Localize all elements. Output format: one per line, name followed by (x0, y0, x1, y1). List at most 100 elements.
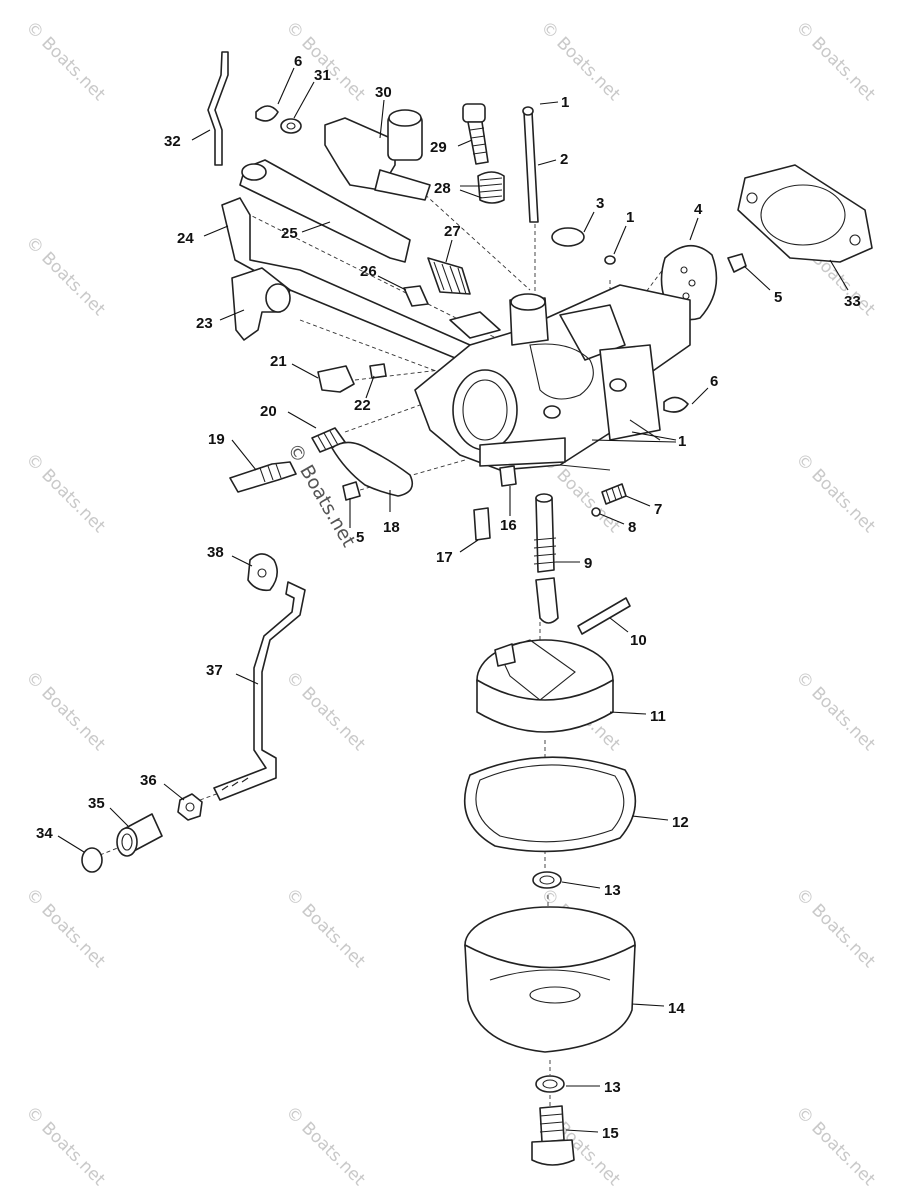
callout-28: 28 (434, 180, 451, 197)
part-12-gasket (463, 756, 637, 853)
part-22-plug (369, 363, 387, 379)
callout-6: 6 (710, 373, 718, 390)
part-19-pilot-screw (229, 461, 297, 493)
part-34-cap (81, 847, 103, 873)
callout-25: 25 (281, 225, 298, 242)
callout-3: 3 (596, 195, 604, 212)
watermark: © Boats.net (21, 1102, 109, 1190)
watermark: © Boats.net (21, 884, 109, 972)
part-2-throttle-shaft (522, 106, 539, 223)
callout-23: 23 (196, 315, 213, 332)
callout-13: 13 (604, 1079, 621, 1096)
callout-17: 17 (436, 549, 453, 566)
part-38-clip (247, 553, 278, 592)
callout-38: 38 (207, 544, 224, 561)
watermark: © Boats.net (281, 1102, 369, 1190)
part-18-lever (331, 441, 414, 497)
part-31-washer (280, 118, 302, 134)
part-6-clip-right (663, 396, 689, 413)
callout-29: 29 (430, 139, 447, 156)
callout-8: 8 (628, 519, 636, 536)
callout-31: 31 (314, 67, 331, 84)
part-17-pilot-jet (473, 507, 491, 541)
callout-35: 35 (88, 795, 105, 812)
part-13-washer-lower (535, 1075, 565, 1093)
callouts: 1 2 3 1 4 5 33 6 31 30 29 28 32 24 25 27… (36, 53, 861, 1142)
part-10-float-pin (577, 597, 631, 635)
callout-5: 5 (356, 529, 364, 546)
part-7-spring (601, 483, 627, 505)
callout-12: 12 (672, 814, 689, 831)
part-14-float-bowl (464, 906, 636, 1053)
watermark: © Boats.net (791, 1102, 879, 1190)
part-8-ball (591, 507, 601, 517)
callout-9: 9 (584, 555, 592, 572)
part-3-plug (551, 227, 585, 247)
watermark: © Boats.net (791, 17, 879, 105)
part-1-screw (604, 255, 616, 265)
part-26-screw (403, 285, 429, 307)
watermark: © Boats.net (21, 232, 109, 320)
callout-37: 37 (206, 662, 223, 679)
carburetor-body (414, 284, 691, 471)
callout-1: 1 (678, 433, 686, 450)
part-9-float-valve (533, 493, 559, 624)
callout-13: 13 (604, 882, 621, 899)
part-5-screw-mid (342, 481, 361, 501)
watermark: © Boats.net (21, 17, 109, 105)
callout-1: 1 (626, 209, 634, 226)
callout-36: 36 (140, 772, 157, 789)
part-16-main-jet (499, 465, 517, 487)
part-25-choke-shaft (239, 159, 411, 263)
part-13-washer (532, 871, 562, 889)
part-28-spring (477, 171, 505, 204)
callout-2: 2 (560, 151, 568, 168)
callout-24: 24 (177, 230, 194, 247)
callout-22: 22 (354, 397, 371, 414)
callout-32: 32 (164, 133, 181, 150)
part-35-knob (116, 813, 163, 857)
callout-7: 7 (654, 501, 662, 518)
part-23-fuel-fitting (231, 267, 291, 341)
callout-16: 16 (500, 517, 517, 534)
callout-34: 34 (36, 825, 53, 842)
watermark: © Boats.net (791, 884, 879, 972)
part-21-cap (317, 365, 355, 393)
callout-33: 33 (844, 293, 861, 310)
part-36-nut (177, 793, 203, 821)
part-37-choke-rod (213, 581, 306, 801)
part-27-spring (427, 257, 471, 295)
part-15-drain-screw (531, 1105, 575, 1166)
callout-1: 1 (561, 94, 569, 111)
watermark: © Boats.net (21, 449, 109, 537)
callout-11: 11 (650, 708, 666, 725)
callout-21: 21 (270, 353, 287, 370)
callout-20: 20 (260, 403, 277, 420)
part-33-gasket (737, 164, 873, 263)
callout-19: 19 (208, 431, 225, 448)
part-5-screw (727, 253, 747, 273)
watermark: © Boats.net (281, 667, 369, 755)
callout-30: 30 (375, 84, 392, 101)
part-32-link-rod (207, 51, 229, 166)
watermark: © Boats.net (21, 667, 109, 755)
leader-lines (57, 67, 849, 1133)
part-11-float (476, 639, 614, 733)
callout-5: 5 (774, 289, 782, 306)
callout-15: 15 (602, 1125, 619, 1142)
callout-14: 14 (668, 1000, 685, 1017)
callout-18: 18 (383, 519, 400, 536)
watermark: © Boats.net (791, 667, 879, 755)
watermark: © Boats.net (791, 449, 879, 537)
callout-26: 26 (360, 263, 377, 280)
callout-4: 4 (694, 201, 703, 218)
part-30-lever (324, 109, 431, 201)
callout-27: 27 (444, 223, 461, 240)
part-6-clip (255, 105, 279, 122)
watermark: © Boats.net (281, 884, 369, 972)
part-29-screw (462, 103, 489, 165)
watermark: © Boats.net (536, 17, 624, 105)
callout-6: 6 (294, 53, 302, 70)
callout-10: 10 (630, 632, 647, 649)
